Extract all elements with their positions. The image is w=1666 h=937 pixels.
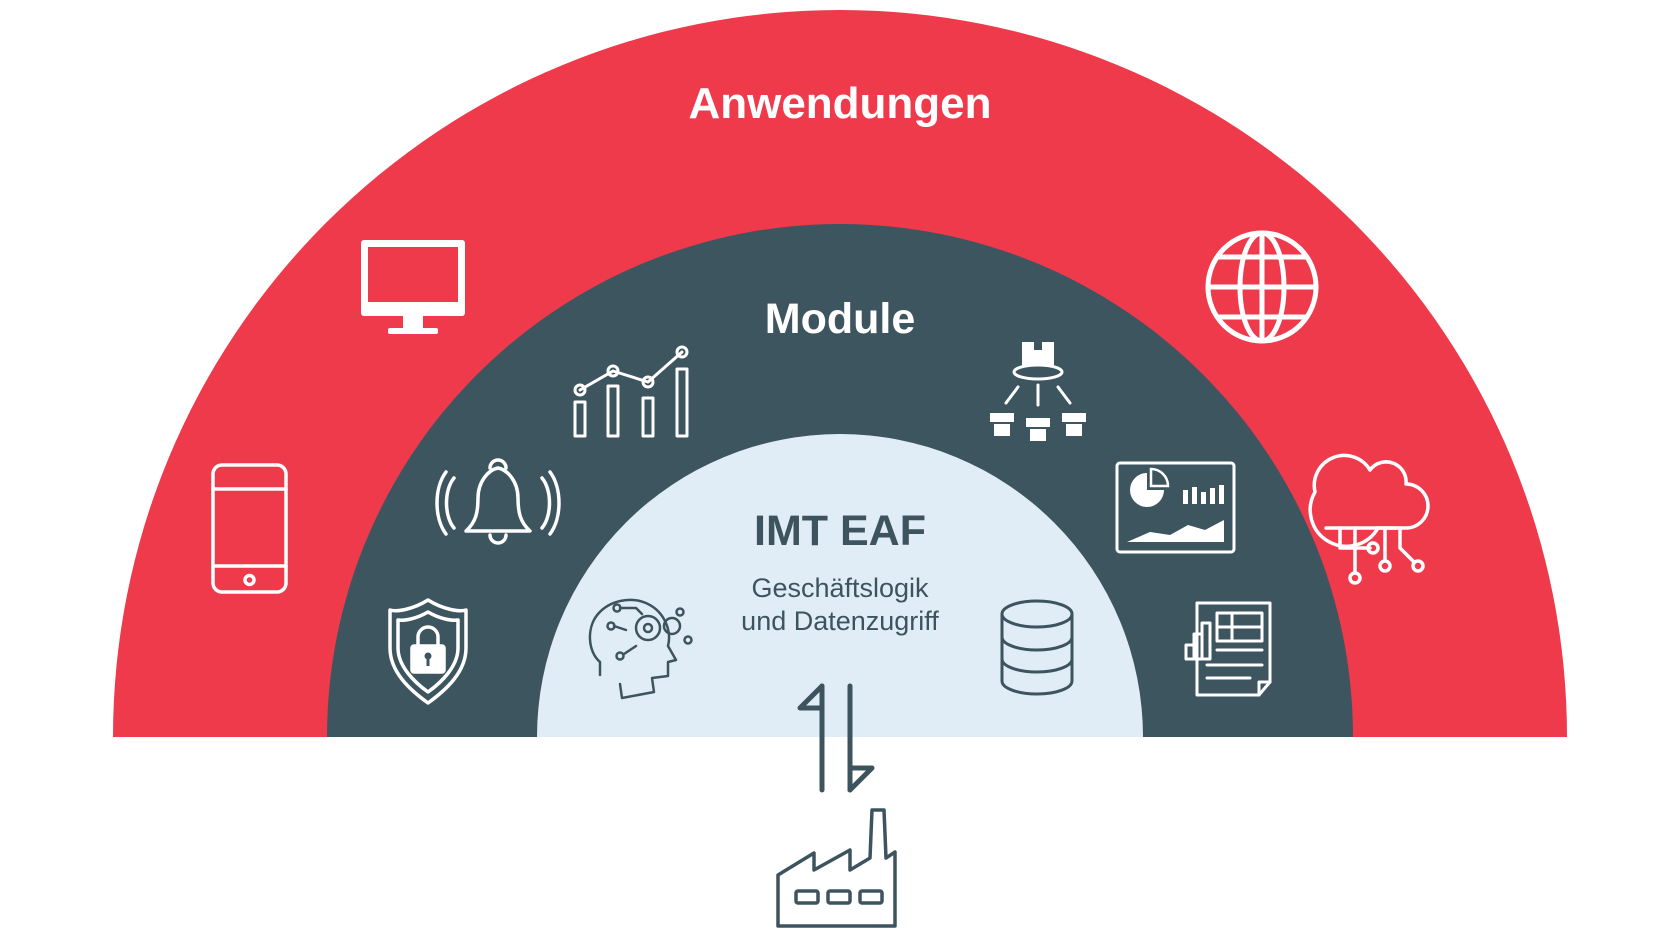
middle-layer-label: Module [765, 295, 915, 343]
report-icon [1184, 601, 1272, 697]
bell-icon [435, 458, 561, 545]
database-icon [1000, 599, 1074, 696]
brain-gear-icon [588, 598, 693, 700]
inner-layer-subtitle-line2: und Datenzugriff [741, 606, 939, 636]
inner-layer-imt-eaf [537, 434, 1143, 737]
globe-icon [1205, 230, 1319, 344]
inner-layer-title: IMT EAF [754, 507, 926, 555]
outer-layer-label: Anwendungen [688, 79, 991, 128]
cloud-network-icon [1308, 453, 1430, 585]
distribution-icon [990, 342, 1086, 441]
inner-layer-subtitle-line1: Geschäftslogik [751, 573, 929, 603]
factory-icon [776, 808, 897, 928]
bar-trend-chart-icon [573, 345, 689, 438]
shield-lock-icon [388, 598, 468, 705]
dashboard-icon [1115, 461, 1236, 554]
monitor-icon [361, 240, 465, 334]
tablet-icon [211, 463, 288, 594]
exchange-arrows-icon [797, 683, 875, 793]
